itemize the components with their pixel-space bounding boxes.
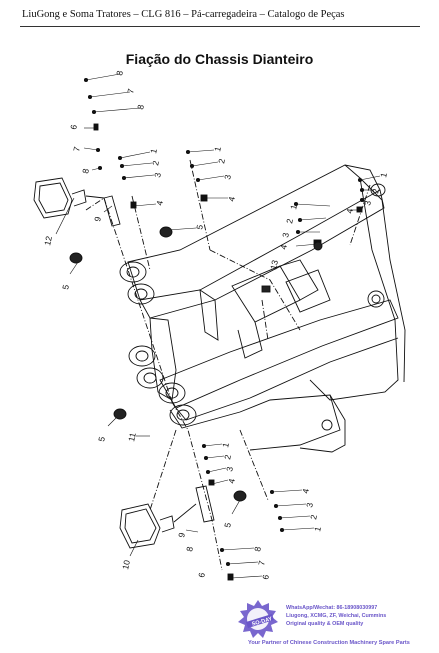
callout-bottom-a-1: 1 bbox=[220, 441, 231, 448]
callout-bottom-c-5: 6 bbox=[196, 571, 207, 578]
callout-bottom-c-4: 10 bbox=[120, 559, 132, 571]
sensor-part bbox=[261, 285, 271, 293]
callout-labels: 8 7 8 6 7 8 9 12 1 2 3 4 5 1 2 3 4 1 2 3… bbox=[42, 69, 389, 580]
watermark-tagline: Your Partner of Chinese Construction Mac… bbox=[248, 640, 410, 646]
callout-top-b-3: 3 bbox=[152, 171, 163, 178]
callout-top-a-5: 7 bbox=[71, 145, 82, 152]
page-header: LiuGong e Soma Tratores – CLG 816 – Pá-c… bbox=[22, 9, 345, 20]
fastener-parts bbox=[83, 77, 365, 581]
callout-bottom-c-8: 6 bbox=[260, 573, 271, 580]
callout-bottom-c-2: 8 bbox=[252, 545, 263, 552]
callout-top-a-4: 6 bbox=[68, 123, 79, 130]
grommet-parts bbox=[69, 226, 323, 502]
work-lamp-lower bbox=[119, 485, 215, 549]
callout-top-a-3: 8 bbox=[135, 103, 146, 110]
so-day-logo-icon: SO-DAY bbox=[238, 600, 278, 638]
callout-top-b-1: 1 bbox=[148, 147, 159, 154]
callout-mid-4: 4 bbox=[278, 243, 289, 250]
callout-mid-1: 2 bbox=[284, 217, 295, 224]
callout-mid-3: 3 bbox=[280, 231, 291, 238]
callout-bottom-a-2: 2 bbox=[222, 453, 233, 460]
callout-top-b-2: 2 bbox=[150, 159, 161, 166]
work-lamp-upper bbox=[33, 177, 121, 227]
watermark-line: Original quality & OEM quality bbox=[286, 621, 364, 628]
callout-bottom-c-7: 7 bbox=[256, 559, 267, 566]
callout-top-c-3: 3 bbox=[222, 173, 233, 180]
callout-top-a-8: 12 bbox=[42, 235, 54, 247]
callout-top-a-1: 8 bbox=[114, 69, 125, 76]
callout-left-3: 5 bbox=[96, 435, 107, 442]
callout-bottom-b-1: 4 bbox=[300, 487, 311, 494]
callout-top-b-4: 4 bbox=[154, 199, 165, 206]
callout-mid-2: 1 bbox=[288, 203, 299, 210]
watermark-line: Liugong, XCMG, ZF, Weichai, Cummins bbox=[286, 613, 387, 620]
callout-bottom-b-4: 1 bbox=[312, 525, 323, 532]
callout-top-c-2: 2 bbox=[216, 157, 227, 164]
callout-top-c-4: 4 bbox=[226, 195, 237, 202]
callout-right-2: 2 bbox=[370, 187, 381, 194]
callout-bottom-a-4: 4 bbox=[226, 477, 237, 484]
callout-bottom-c-1: 5 bbox=[222, 521, 233, 528]
watermark-line: WhatsApp/Wechat: 86-18908030997 bbox=[286, 605, 378, 611]
page-title: Fiação do Chassis Dianteiro bbox=[125, 51, 314, 67]
callout-right-1: 1 bbox=[378, 171, 389, 178]
callout-bottom-b-2: 3 bbox=[304, 501, 315, 508]
callout-right-4: 4 bbox=[344, 207, 355, 214]
callout-bottom-c-3: 9 bbox=[176, 531, 187, 538]
callout-top-b-5: 5 bbox=[194, 223, 205, 230]
callout-left-2: 11 bbox=[126, 431, 138, 442]
callout-left-1: 5 bbox=[60, 283, 71, 290]
callout-top-c-1: 1 bbox=[212, 145, 223, 152]
svg-text:SO-DAY: SO-DAY bbox=[251, 616, 273, 628]
callout-top-a-2: 7 bbox=[125, 87, 136, 94]
callout-top-a-7: 9 bbox=[92, 215, 103, 222]
callout-right-3: 3 bbox=[362, 199, 373, 206]
header-rule bbox=[20, 26, 420, 27]
watermark-contact: WhatsApp/Wechat: 86-18908030997 Liugong,… bbox=[286, 604, 386, 629]
watermark: SO-DAY WhatsApp/Wechat: 86-18908030997 L… bbox=[232, 598, 432, 648]
callout-top-a-6: 8 bbox=[80, 167, 91, 174]
callout-bottom-c-6: 8 bbox=[184, 545, 195, 552]
callout-bottom-b-3: 2 bbox=[308, 513, 319, 520]
callout-mid-5: 13 bbox=[268, 259, 280, 271]
callout-bottom-a-3: 3 bbox=[224, 465, 235, 472]
